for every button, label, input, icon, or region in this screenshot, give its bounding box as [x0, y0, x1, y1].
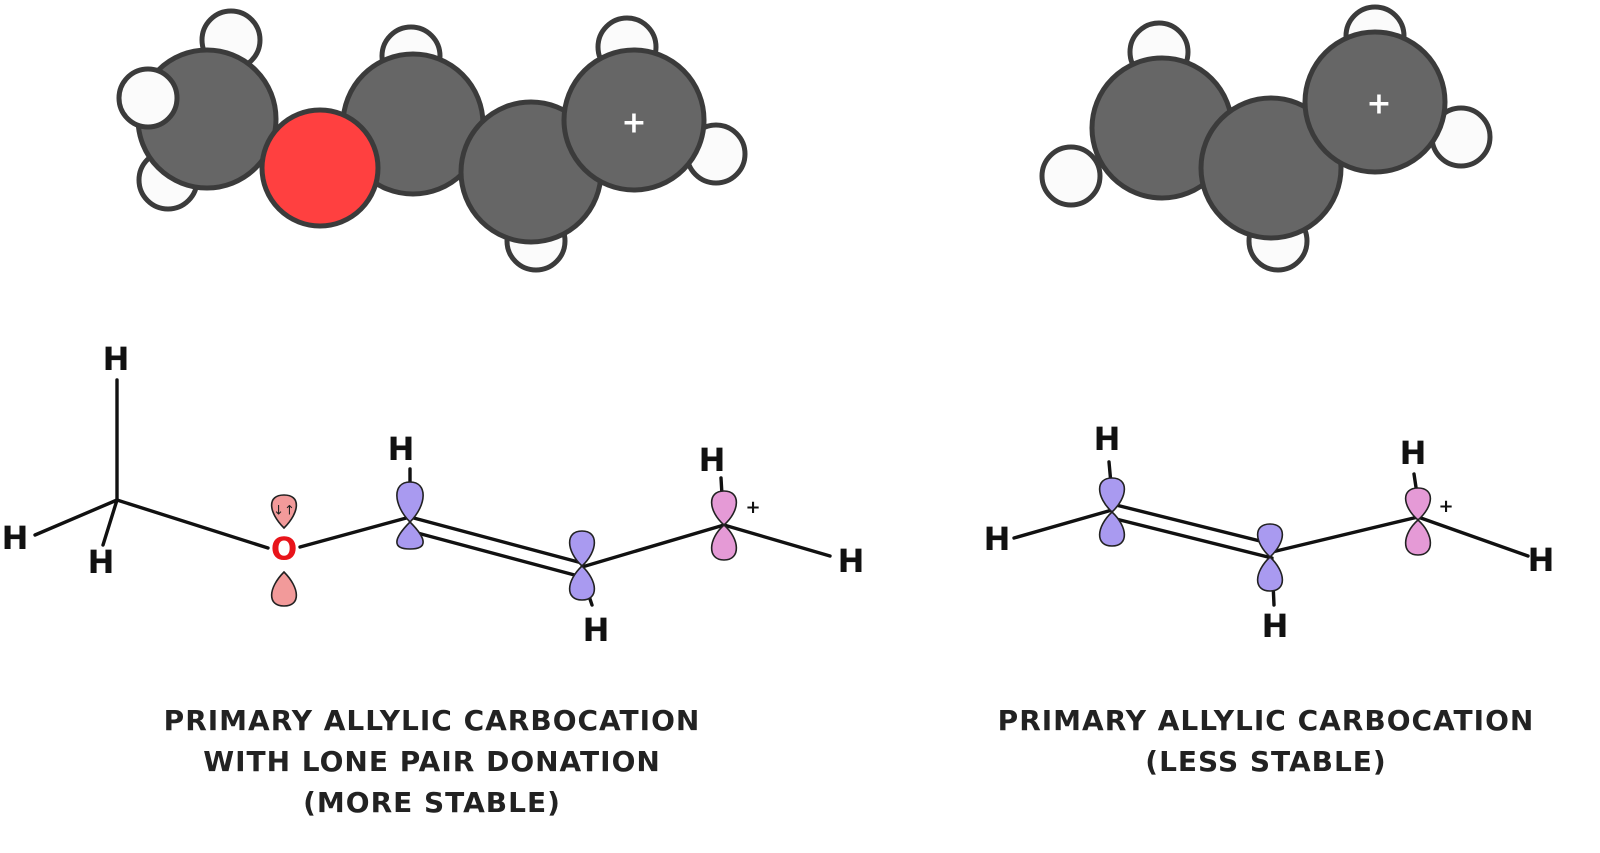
- hydrogen-label: H: [88, 543, 115, 581]
- pi-orbital: [568, 530, 596, 601]
- bond: [1416, 515, 1530, 558]
- caption-line: WITH LONE PAIR DONATION: [203, 745, 661, 778]
- bond: [115, 498, 270, 550]
- hydrogen-label: H: [1528, 541, 1555, 579]
- right-space-filling-model: +: [1039, 4, 1493, 273]
- hydrogen-label: H: [103, 340, 130, 378]
- positive-charge-label: +: [621, 106, 646, 141]
- pi-orbital: [1256, 523, 1284, 592]
- oxygen-label: O: [271, 532, 297, 568]
- carbocation-carbon-atom: [561, 47, 707, 193]
- double-bond: [408, 515, 584, 565]
- lone-pair-orbital: [270, 494, 298, 607]
- caption-line: (LESS STABLE): [1145, 745, 1386, 778]
- bond: [1270, 515, 1420, 554]
- hydrogen-atom: [1039, 144, 1103, 208]
- empty-p-orbital: [710, 490, 738, 561]
- double-bond: [1110, 516, 1274, 560]
- bond: [33, 498, 119, 537]
- left-caption: PRIMARY ALLYLIC CARBOCATION WITH LONE PA…: [164, 704, 701, 819]
- caption-line: PRIMARY ALLYLIC CARBOCATION: [164, 704, 701, 737]
- pi-orbital: [1098, 477, 1126, 547]
- right-caption: PRIMARY ALLYLIC CARBOCATION (LESS STABLE…: [998, 704, 1535, 778]
- carbon-atom: [1198, 95, 1344, 241]
- double-bond: [1110, 502, 1274, 546]
- positive-charge-label: +: [745, 497, 760, 518]
- carbocation-carbon-atom: [1302, 29, 1448, 175]
- hydrogen-label: H: [838, 542, 865, 580]
- bond: [580, 523, 726, 569]
- double-bond: [408, 529, 584, 579]
- right-orbital-diagram: H H H H H +: [984, 420, 1555, 645]
- positive-charge-label: +: [1438, 496, 1453, 517]
- left-space-filling-model: +: [116, 8, 748, 273]
- bond: [298, 515, 412, 549]
- oxygen-atom: [259, 107, 381, 229]
- left-orbital-diagram: ↓↑ O H H H H H H H +: [2, 340, 865, 649]
- positive-charge-label: +: [1366, 87, 1391, 122]
- bond: [101, 498, 119, 547]
- hydrogen-label: H: [1094, 420, 1121, 458]
- hydrogen-label: H: [583, 611, 610, 649]
- pi-orbital: [396, 481, 424, 550]
- hydrogen-label: H: [388, 430, 415, 468]
- lone-pair-electrons: ↓↑: [273, 504, 295, 519]
- hydrogen-label: H: [984, 520, 1011, 558]
- hydrogen-label: H: [699, 441, 726, 479]
- empty-p-orbital: [1404, 487, 1432, 556]
- bond: [722, 523, 832, 558]
- hydrogen-label: H: [2, 519, 29, 557]
- caption-line: PRIMARY ALLYLIC CARBOCATION: [998, 704, 1535, 737]
- bond: [1012, 508, 1114, 540]
- hydrogen-atom: [116, 66, 180, 130]
- hydrogen-label: H: [1262, 607, 1289, 645]
- hydrogen-label: H: [1400, 434, 1427, 472]
- caption-line: (MORE STABLE): [303, 786, 561, 819]
